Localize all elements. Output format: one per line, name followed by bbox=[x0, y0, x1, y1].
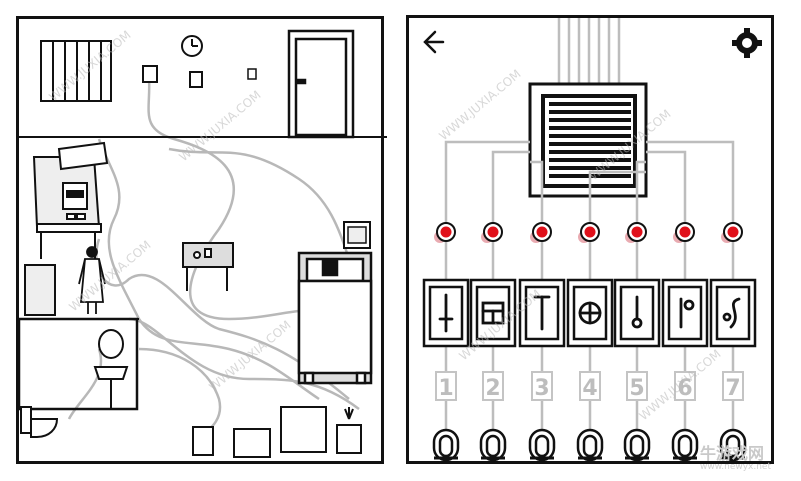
puzzle-art: 1 2 3 4 5 6 7 bbox=[417, 18, 762, 462]
switch-number-label: 3 bbox=[531, 371, 553, 401]
toggle-lever-4[interactable] bbox=[576, 428, 604, 462]
settings-gear-icon[interactable] bbox=[732, 28, 762, 58]
grid-box-symbol-icon bbox=[481, 301, 505, 325]
symbol-switch-6[interactable] bbox=[661, 278, 709, 348]
switch-number-text: 1 bbox=[438, 376, 453, 401]
control-box bbox=[528, 82, 648, 198]
bed bbox=[297, 251, 373, 385]
switch-number-text: 7 bbox=[725, 376, 740, 401]
toggle-lever-6[interactable] bbox=[671, 428, 699, 462]
indicator-lamp bbox=[673, 222, 695, 243]
floor-boxes bbox=[192, 406, 362, 458]
switch-number-label: 4 bbox=[579, 371, 601, 401]
indicator-lamp bbox=[481, 222, 503, 243]
indicator-lamp bbox=[721, 222, 743, 243]
room-scene-panel: WWW.JUXIA.COM WWW.JUXIA.COM WWW.JUXIA.CO… bbox=[16, 16, 387, 464]
switch-number-label: 5 bbox=[626, 371, 648, 401]
circle-plus-symbol-icon bbox=[578, 301, 602, 325]
indicator-lamp bbox=[625, 222, 647, 243]
switch-number-label: 7 bbox=[722, 371, 744, 401]
switch-number-text: 4 bbox=[582, 376, 597, 401]
toilet bbox=[20, 406, 59, 438]
toggle-lever-2[interactable] bbox=[479, 428, 507, 462]
room-scene-art bbox=[17, 29, 387, 458]
s-curve-symbol-icon bbox=[722, 297, 741, 329]
stem-circle-symbol-icon bbox=[631, 295, 643, 329]
switch-number-label: 6 bbox=[674, 371, 696, 401]
toggle-lever-5[interactable] bbox=[623, 428, 651, 462]
stem-small-circle-symbol-icon bbox=[679, 297, 695, 329]
toggle-lever-3[interactable] bbox=[528, 428, 556, 462]
switch-number-label: 2 bbox=[482, 371, 504, 401]
switch-number-text: 6 bbox=[677, 376, 692, 401]
symbol-switch-7[interactable] bbox=[709, 278, 757, 348]
symbol-switch-3[interactable] bbox=[518, 278, 566, 348]
nurse-figure bbox=[78, 246, 106, 314]
symbol-switch-2[interactable] bbox=[469, 278, 517, 348]
radiator bbox=[40, 40, 112, 102]
toggle-lever-7[interactable] bbox=[719, 428, 747, 462]
switch-number-text: 3 bbox=[534, 376, 549, 401]
clock bbox=[181, 35, 203, 57]
toggle-lever-1[interactable] bbox=[432, 428, 460, 462]
switch-number-label: 1 bbox=[435, 371, 457, 401]
small-table bbox=[182, 242, 234, 291]
symbol-switch-5[interactable] bbox=[613, 278, 661, 348]
indicator-lamp bbox=[578, 222, 600, 243]
back-arrow-icon[interactable] bbox=[417, 26, 447, 56]
indicator-lamp bbox=[530, 222, 552, 243]
brand-name: 牛游戏网 bbox=[700, 444, 765, 463]
line-cross-symbol-icon bbox=[438, 293, 454, 333]
brand-url: www.newyx.net bbox=[700, 462, 772, 472]
indicator-lamp bbox=[434, 222, 456, 243]
symbol-switch-4[interactable] bbox=[566, 278, 614, 348]
symbol-switch-1[interactable] bbox=[422, 278, 470, 348]
machine-cabinet bbox=[32, 141, 109, 259]
switch-number-text: 2 bbox=[485, 376, 500, 401]
sink bbox=[93, 329, 129, 409]
bathroom bbox=[17, 317, 139, 411]
fridge bbox=[24, 264, 56, 316]
switch-number-text: 5 bbox=[629, 376, 644, 401]
t-bar-symbol-icon bbox=[533, 295, 551, 331]
door bbox=[287, 29, 355, 139]
site-brand: 牛游戏网 www.newyx.net bbox=[700, 440, 771, 472]
